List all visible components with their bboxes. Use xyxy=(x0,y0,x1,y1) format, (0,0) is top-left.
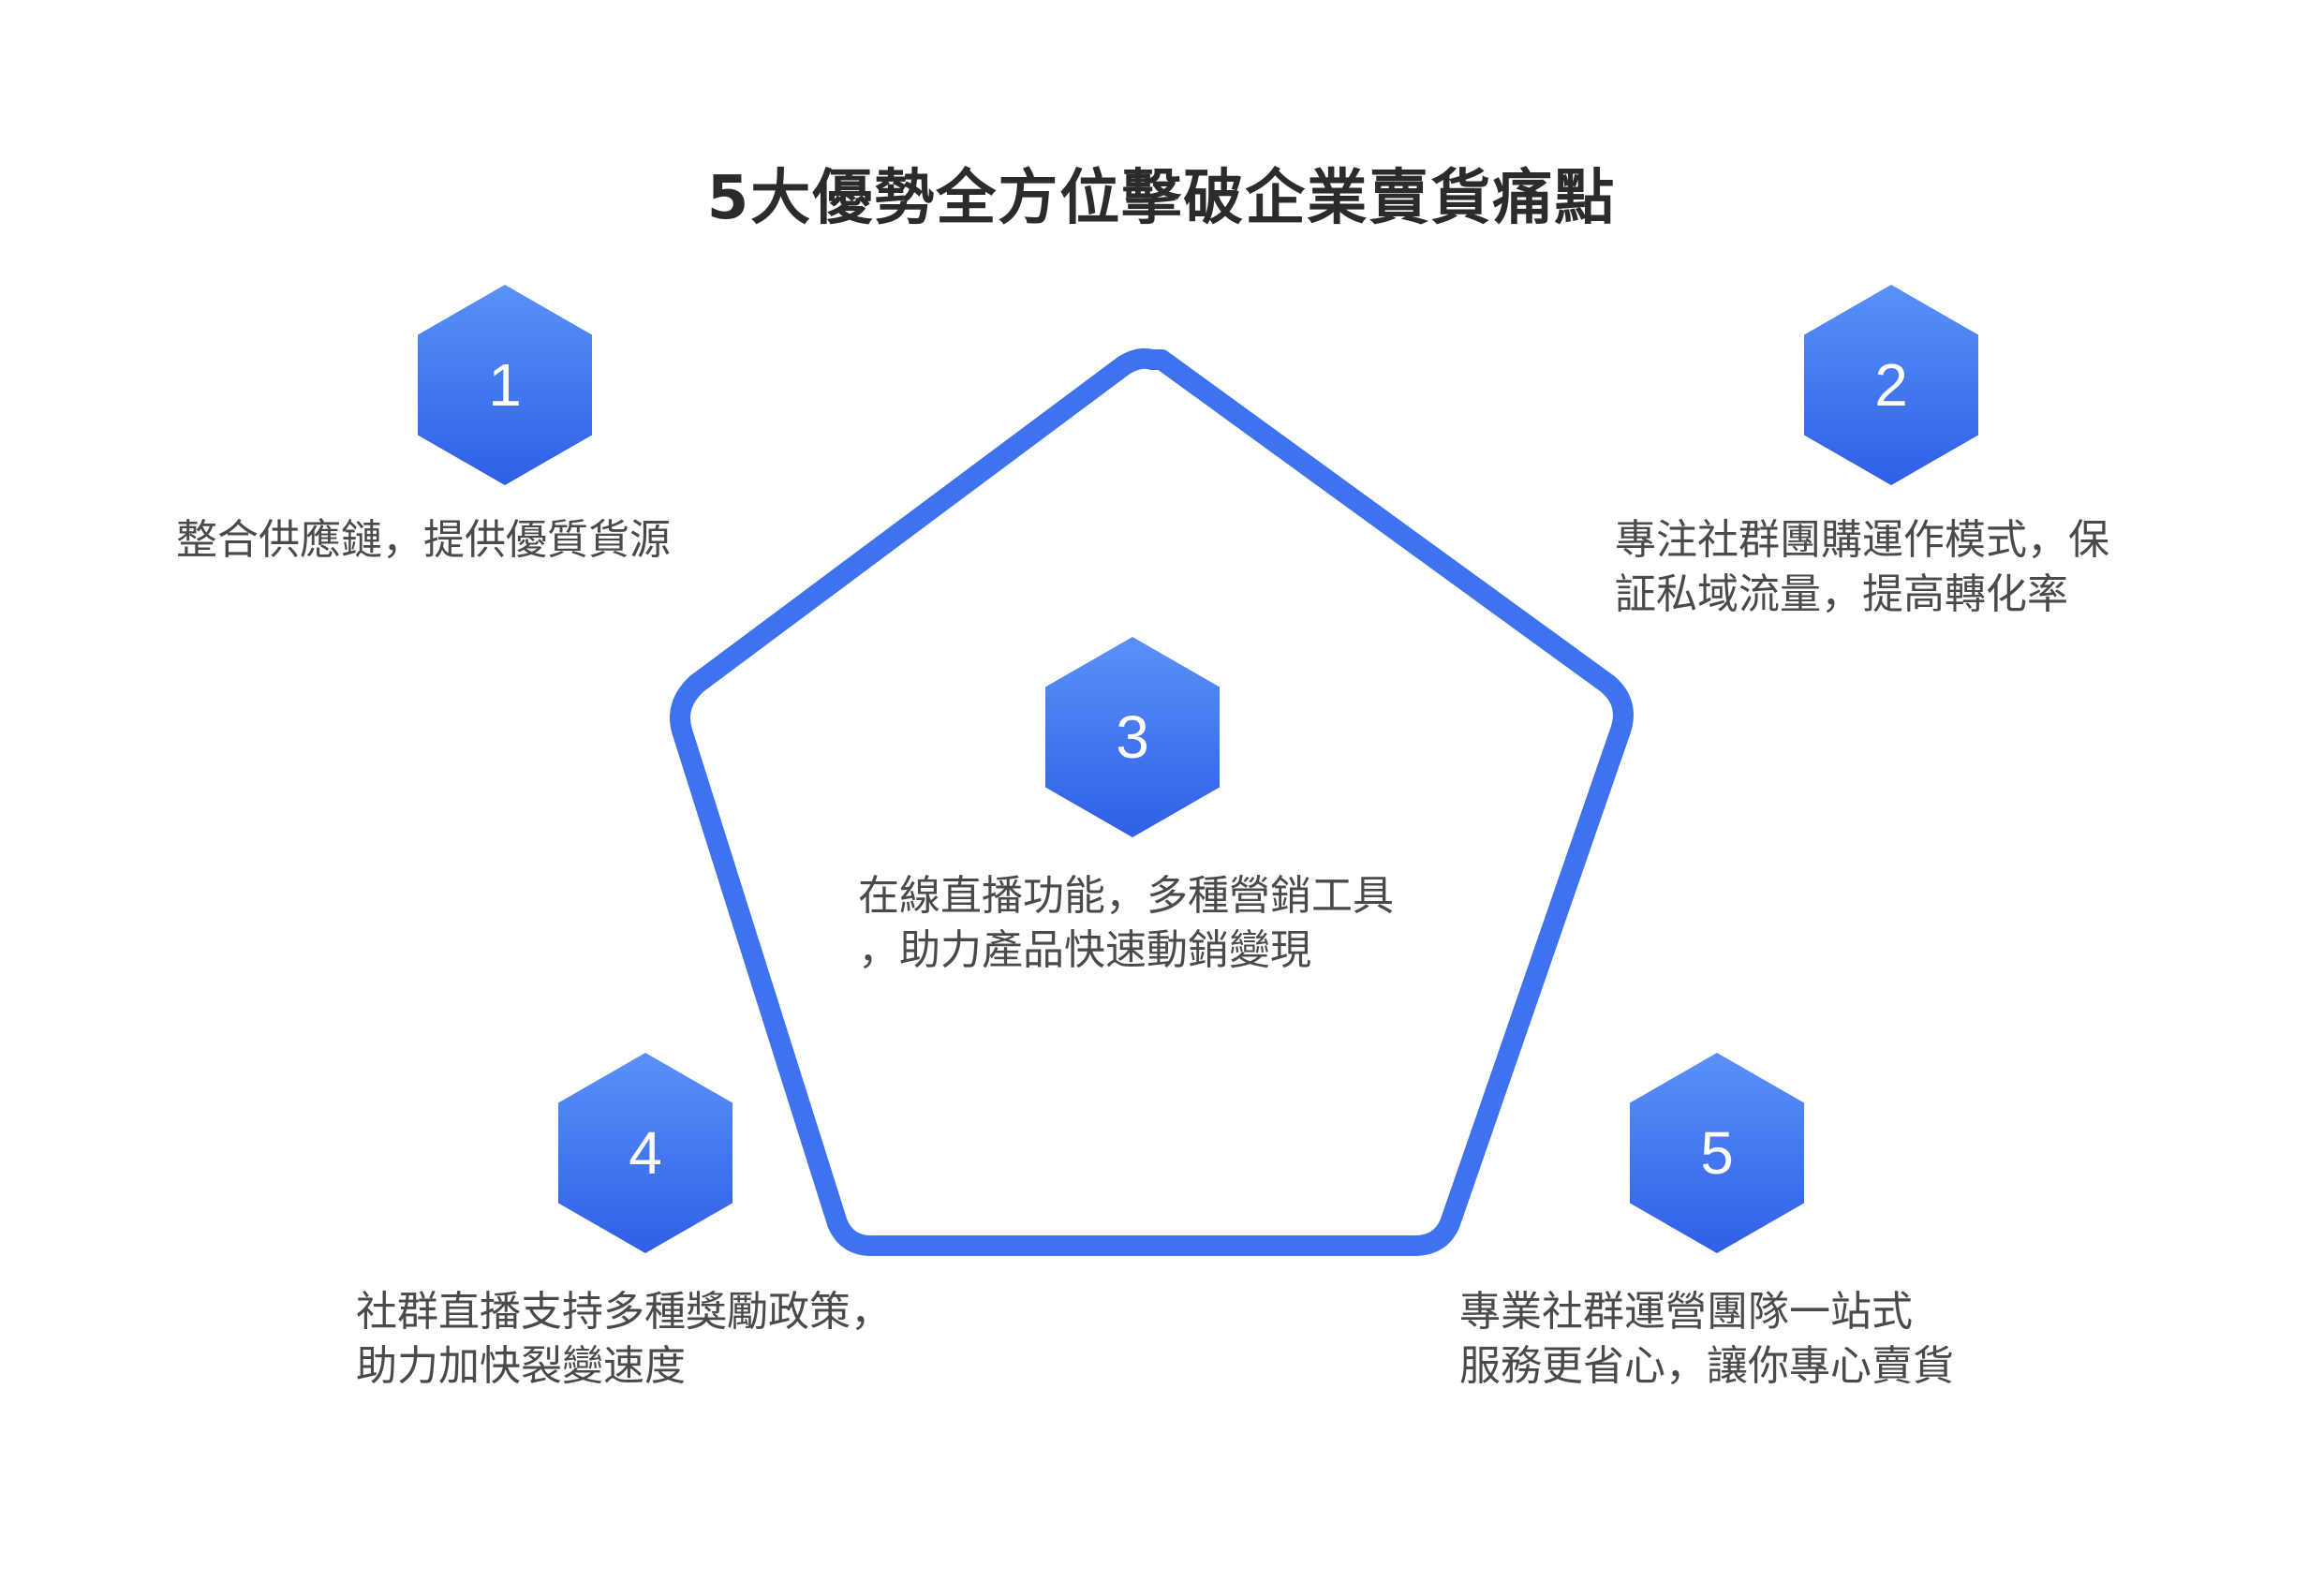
item-2-description: 專注社群團購運作模式，保 証私域流量，提高轉化率 xyxy=(1615,513,2109,622)
description-line: 証私域流量，提高轉化率 xyxy=(1615,570,2068,618)
description-line: 服務更省心，讓你專心賣貨 xyxy=(1459,1342,1954,1390)
item-5-description: 專業社群運營團隊一站式 服務更省心，讓你專心賣貨 xyxy=(1459,1285,1954,1394)
description-line: 專業社群運營團隊一站式 xyxy=(1459,1288,1913,1336)
description-line: 助力加快裂變速度 xyxy=(356,1342,686,1390)
item-4-description: 社群直播支持多種獎勵政策， 助力加快裂變速度 xyxy=(356,1285,892,1394)
hexagon-badge-1: 1 xyxy=(418,285,592,485)
pentagon-outline xyxy=(670,347,1634,1256)
badge-number: 2 xyxy=(1874,351,1908,419)
hexagon-shape xyxy=(558,1053,732,1253)
badge-number: 4 xyxy=(629,1119,662,1187)
hexagon-badge-5: 5 xyxy=(1630,1053,1804,1253)
description-line: 社群直播支持多種獎勵政策， xyxy=(356,1288,892,1336)
hexagon-badge-4: 4 xyxy=(558,1053,732,1253)
item-1-description: 整合供應鏈，提供優質貨源 xyxy=(176,513,671,568)
hexagon-badge-2: 2 xyxy=(1804,285,1978,485)
hexagon-shape xyxy=(1045,637,1220,837)
hexagon-badge-3: 3 xyxy=(1045,637,1220,837)
hexagon-shape xyxy=(1804,285,1978,485)
hexagon-shape xyxy=(418,285,592,485)
badge-number: 1 xyxy=(488,351,522,419)
page-title: 5大優勢全方位擊破企業賣貨痛點 xyxy=(706,164,1617,233)
description-line: 在線直播功能，多種營銷工具 xyxy=(858,872,1394,920)
description-line: 整合供應鏈，提供優質貨源 xyxy=(176,516,671,564)
description-line: 專注社群團購運作模式，保 xyxy=(1615,516,2109,564)
item-3-description: 在線直播功能，多種營銷工具 ，助力產品快速動銷變現 xyxy=(858,869,1394,978)
description-line: ，助力產品快速動銷變現 xyxy=(858,926,1311,974)
hexagon-shape xyxy=(1630,1053,1804,1253)
badge-number: 3 xyxy=(1116,703,1149,771)
badge-number: 5 xyxy=(1700,1119,1734,1187)
